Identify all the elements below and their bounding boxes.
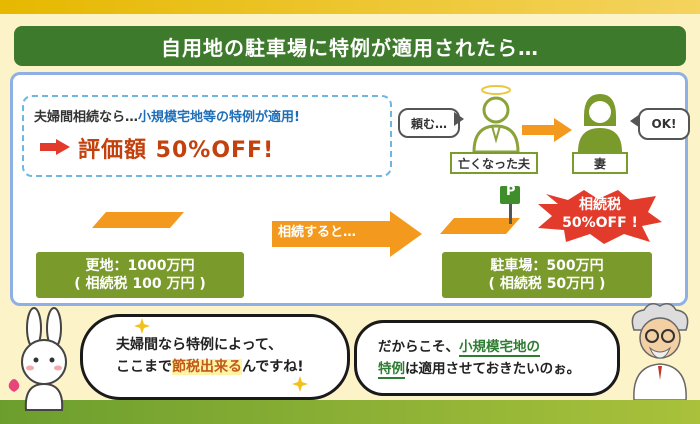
deceased-label: 亡くなった夫 <box>450 152 538 174</box>
doctor-line1-pre: だからこそ、 <box>378 339 459 355</box>
rabbit-line2: ここまで節税出来るんですね! <box>116 356 304 378</box>
parking-sign-letter: P <box>506 184 516 199</box>
before-line2: ( 相続税 100 万円 ) <box>74 276 206 292</box>
rabbit-line2-highlight: 節税出来る <box>172 359 242 375</box>
deceased-label-text: 亡くなった夫 <box>457 156 530 171</box>
tokurei-box <box>22 95 392 177</box>
before-line1: 更地：1000万円 <box>85 258 195 274</box>
page-title: 自用地の駐車場に特例が適用されたら… <box>14 26 686 66</box>
rabbit-speech-text: 夫婦間なら特例によって、 ここまで節税出来るんですね! <box>116 334 304 378</box>
rabbit-speech-bubble <box>80 314 350 400</box>
bubble-tail-icon <box>454 112 464 126</box>
bottom-band <box>0 400 700 424</box>
doctor-speech-bubble <box>354 320 620 396</box>
vacant-land-icon <box>92 212 184 228</box>
red-arrow-icon <box>40 139 70 155</box>
burst-line2: 50%OFF ! <box>562 215 638 231</box>
after-line2: ( 相続税 50万円 ) <box>488 276 606 292</box>
burst-line1: 相続税 <box>579 197 621 213</box>
wife-silhouette-icon <box>578 94 622 152</box>
request-bubble-text: 頼む… <box>410 116 447 131</box>
rabbit-line1: 夫婦間なら特例によって、 <box>116 337 283 353</box>
doctor-line1-highlight: 小規模宅地の <box>459 339 540 357</box>
parking-lot-icon <box>440 218 520 234</box>
after-value-box: 駐車場：500万円 ( 相続税 50万円 ) <box>442 252 652 298</box>
arrow-label: 相続すると… <box>278 225 357 240</box>
tokurei-line1-prefix: 夫婦間相続なら… <box>34 110 139 125</box>
doctor-line2: 特例は適用させておきたいのぉ。 <box>378 358 580 380</box>
sparkle-icon <box>134 318 150 334</box>
rabbit-line2-pre: ここまで <box>116 359 172 375</box>
doctor-line2-post: は適用させておきたいのぉ。 <box>405 361 581 377</box>
ok-bubble-tail-icon <box>630 114 640 128</box>
doctor-line1: だからこそ、小規模宅地の <box>378 336 580 358</box>
after-line1: 駐車場：500万円 <box>490 258 604 274</box>
parking-sign-icon <box>500 186 520 224</box>
inheritance-arrow-icon <box>272 211 422 257</box>
doctor-speech-text: だからこそ、小規模宅地の 特例は適用させておきたいのぉ。 <box>378 336 580 380</box>
rabbit-character-icon <box>8 307 67 411</box>
tokurei-line2: 評価額 50%OFF! <box>78 138 275 163</box>
top-stripe <box>0 0 700 14</box>
rabbit-line2-post: んですね! <box>242 359 304 375</box>
ok-bubble: OK! <box>638 108 690 140</box>
doctor-line2-highlight: 特例 <box>378 361 405 379</box>
transfer-arrow-icon <box>522 118 572 142</box>
doctor-character-icon <box>631 303 689 400</box>
discount-burst: 相続税 50%OFF ! <box>548 196 652 232</box>
tokurei-line1-highlight: 小規模宅地等の特例が適用! <box>138 110 300 125</box>
ok-bubble-text: OK! <box>651 117 677 131</box>
sparkle-icon <box>292 376 308 392</box>
request-bubble: 頼む… <box>398 108 460 138</box>
husband-silhouette-icon <box>472 85 520 154</box>
before-value-box: 更地：1000万円 ( 相続税 100 万円 ) <box>36 252 244 298</box>
page-title-text: 自用地の駐車場に特例が適用されたら… <box>161 35 539 60</box>
tokurei-line1: 夫婦間相続なら…小規模宅地等の特例が適用! <box>34 106 300 125</box>
discount-burst-icon <box>538 190 662 244</box>
wife-label-text: 妻 <box>593 156 606 171</box>
wife-label: 妻 <box>572 152 628 174</box>
